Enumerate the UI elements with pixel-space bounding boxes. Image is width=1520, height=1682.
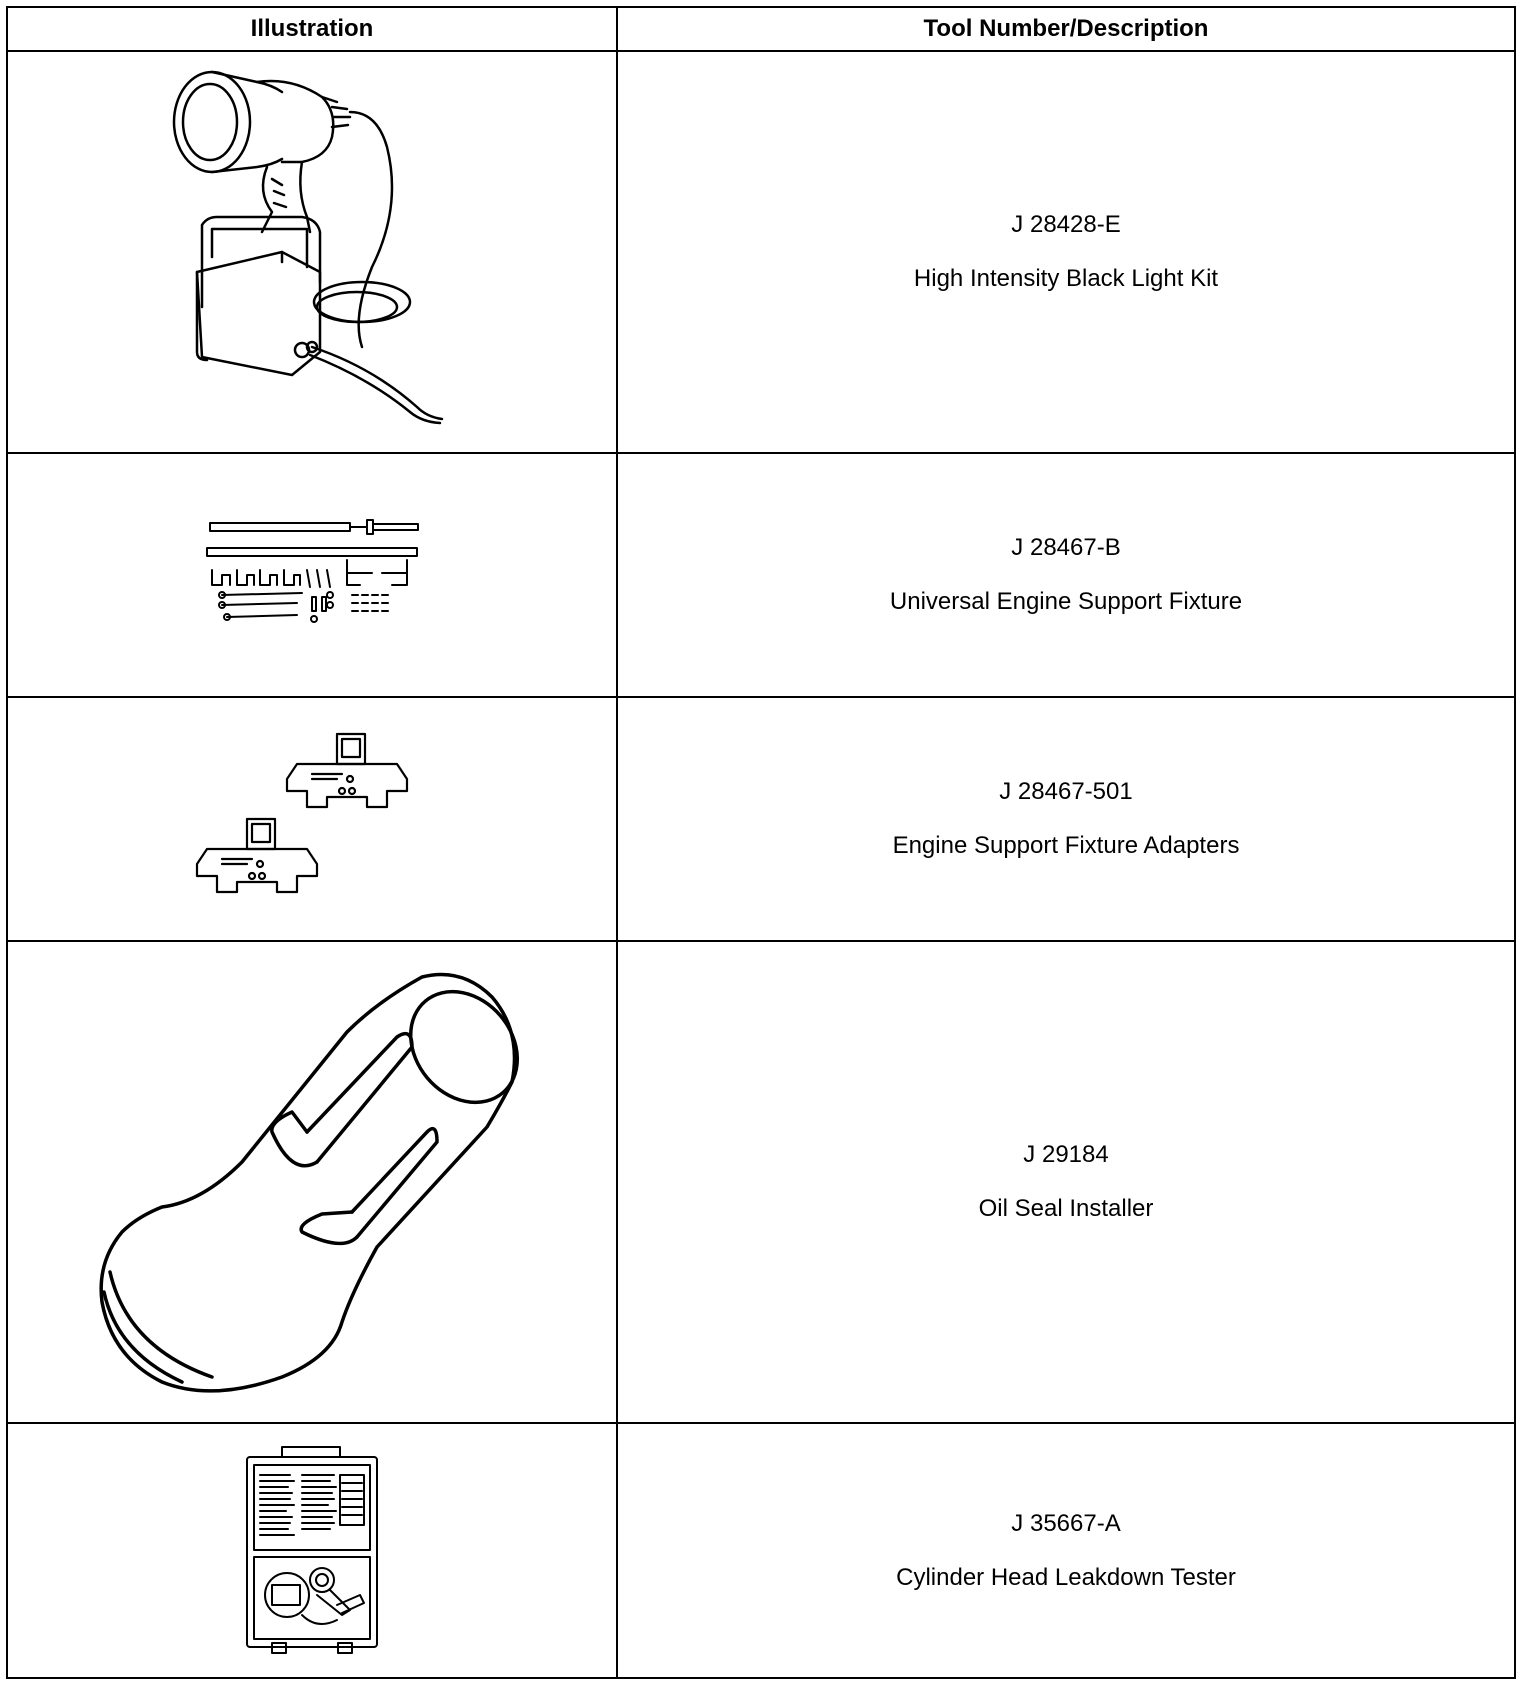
engine-support-fixture-icon xyxy=(202,515,422,635)
leakdown-tester-case-icon xyxy=(242,1445,382,1657)
illustration-cell xyxy=(6,1422,618,1679)
tool-description: Engine Support Fixture Adapters xyxy=(892,832,1240,859)
table-row: J 28467-B Universal Engine Support Fixtu… xyxy=(6,452,1516,698)
tool-description: Cylinder Head Leakdown Tester xyxy=(896,1563,1236,1591)
tool-number: J 35667-A xyxy=(1011,1509,1121,1537)
tool-number: J 28467-B xyxy=(1011,534,1121,561)
description-cell: J 28467-501 Engine Support Fixture Adapt… xyxy=(616,696,1516,942)
description-cell: J 29184 Oil Seal Installer xyxy=(616,940,1516,1424)
illustration-cell xyxy=(6,696,618,942)
black-light-kit-icon xyxy=(162,67,462,437)
table-row: J 35667-A Cylinder Head Leakdown Tester xyxy=(6,1422,1516,1679)
tool-number: J 28467-501 xyxy=(999,778,1133,805)
tool-description: High Intensity Black Light Kit xyxy=(913,265,1219,292)
tool-description: Oil Seal Installer xyxy=(978,1195,1154,1222)
table-row: J 28428-E High Intensity Black Light Kit xyxy=(6,50,1516,454)
illustration-cell xyxy=(6,50,618,454)
tool-table: Illustration Tool Number/Description xyxy=(6,6,1516,1679)
tool-description: Universal Engine Support Fixture xyxy=(889,588,1243,615)
table-row: J 28467-501 Engine Support Fixture Adapt… xyxy=(6,696,1516,942)
tool-number: J 29184 xyxy=(1023,1141,1109,1168)
header-tool-number-description: Tool Number/Description xyxy=(616,6,1516,52)
illustration-cell xyxy=(6,940,618,1424)
illustration-cell xyxy=(6,452,618,698)
tool-number: J 28428-E xyxy=(1011,211,1121,238)
description-cell: J 28467-B Universal Engine Support Fixtu… xyxy=(616,452,1516,698)
fixture-adapters-icon xyxy=(192,729,432,909)
description-cell: J 35667-A Cylinder Head Leakdown Tester xyxy=(616,1422,1516,1679)
header-row: Illustration Tool Number/Description xyxy=(6,6,1516,52)
header-illustration: Illustration xyxy=(6,6,618,52)
table-row: J 29184 Oil Seal Installer xyxy=(6,940,1516,1424)
description-cell: J 28428-E High Intensity Black Light Kit xyxy=(616,50,1516,454)
oil-seal-installer-icon xyxy=(92,962,532,1402)
